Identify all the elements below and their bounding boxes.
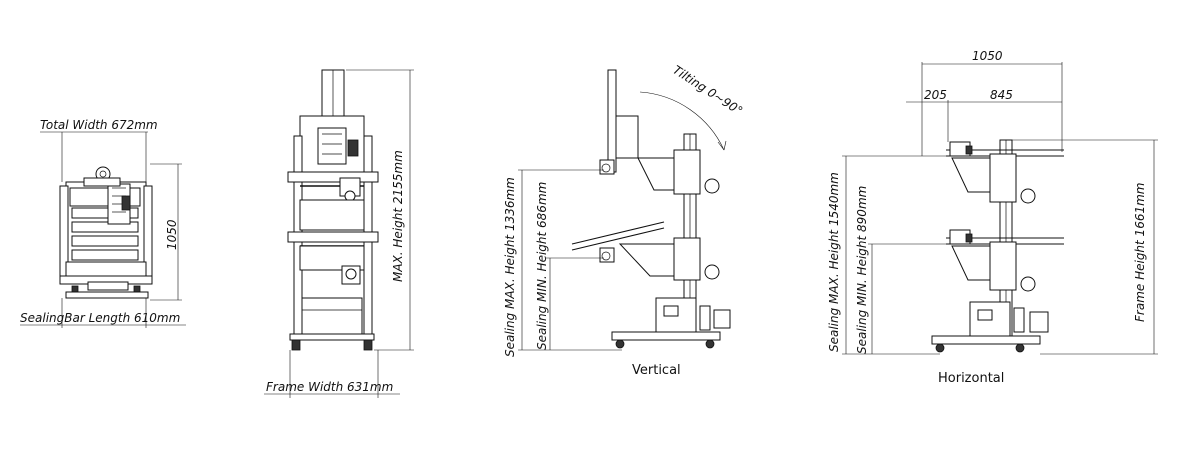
horizontal-view: 1050 205 845 Sealing xyxy=(827,49,1158,386)
frame-width-label: Frame Width 631mm xyxy=(266,380,393,394)
tilting-label: Tilting 0~90° xyxy=(670,63,745,118)
frame-height-label: Frame Height 1661mm xyxy=(1133,183,1147,322)
sealing-bar-length-label: SealingBar Length 610mm xyxy=(20,311,180,325)
horizontal-caption: Horizontal xyxy=(938,371,1004,386)
vertical-sealing-min-label: Sealing MIN. Height 686mm xyxy=(535,182,549,350)
front-view: MAX. Height 2155mm Frame Width 631mm xyxy=(264,69,414,398)
horizontal-sealing-min-label: Sealing MIN. Height 890mm xyxy=(855,186,869,354)
horizontal-left-dim-label: 205 xyxy=(924,88,947,102)
top-view: Total Width 672mm 1050 Sealin xyxy=(20,118,186,328)
horizontal-right-dim-label: 845 xyxy=(990,88,1013,102)
top-height-dim-label: 1050 xyxy=(165,219,179,250)
vertical-view: Tilting 0~90° Sealing MAX. Height 1336m xyxy=(503,63,745,378)
vertical-caption: Vertical xyxy=(632,363,681,378)
total-width-label: Total Width 672mm xyxy=(40,118,158,132)
vertical-sealing-max-label: Sealing MAX. Height 1336mm xyxy=(503,177,517,357)
horizontal-sealing-max-label: Sealing MAX. Height 1540mm xyxy=(827,172,841,352)
horizontal-total-dim-label: 1050 xyxy=(972,49,1003,63)
max-height-label: MAX. Height 2155mm xyxy=(391,150,405,282)
